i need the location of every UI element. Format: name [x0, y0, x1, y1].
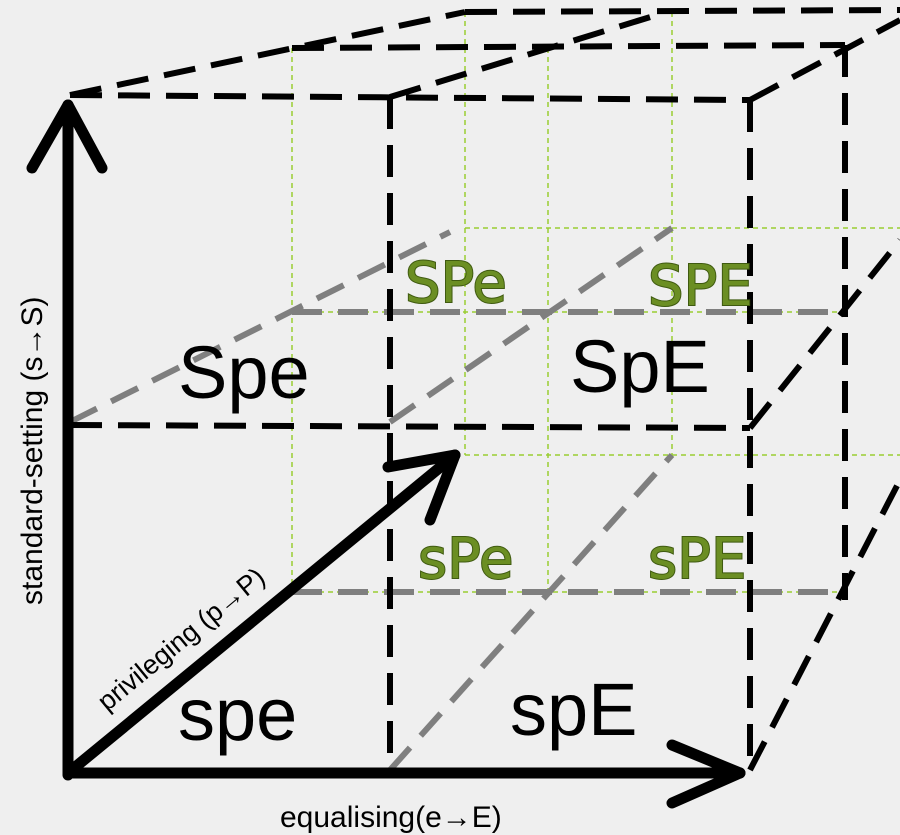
cell-SPe: SPe — [405, 251, 507, 316]
y-axis-label: standard-setting (s→S) — [16, 297, 49, 605]
z-axis-line — [62, 449, 461, 779]
cell-sPe: sPe — [418, 527, 513, 592]
mid-layer-lines — [68, 225, 840, 773]
back-grid — [291, 12, 900, 593]
cube-edges — [69, 7, 900, 772]
z-axis-arrowhead — [382, 449, 461, 526]
cell-spE: spE — [510, 668, 638, 751]
x-axis-label: equalising(e→E) — [280, 801, 502, 834]
x-axis-arrowhead — [666, 739, 746, 809]
cell-sPE: sPE — [648, 527, 746, 592]
cell-Spe: Spe — [178, 331, 310, 414]
cell-SPE: SPE — [648, 254, 753, 319]
cell-SpE: SpE — [570, 325, 710, 408]
y-axis-arrowhead — [26, 99, 108, 174]
cell-spe: spe — [178, 673, 297, 756]
axes — [26, 99, 746, 809]
